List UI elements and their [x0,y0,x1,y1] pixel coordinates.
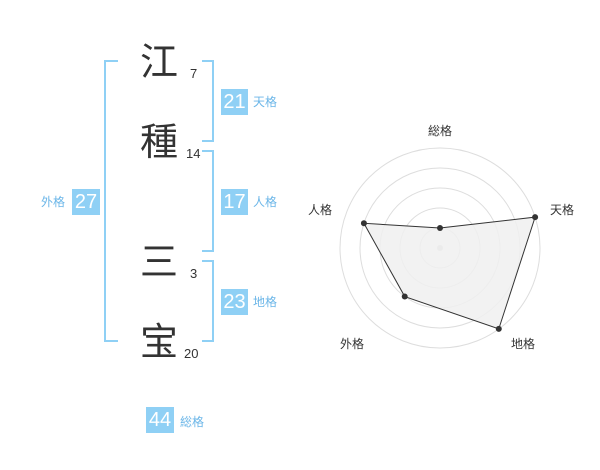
radar-label-chikaku: 地格 [511,337,536,351]
name-char-4: 宝 [140,320,179,364]
radar-point-4 [401,293,408,300]
radar-point-3 [495,325,502,332]
stroke-count-2: 14 [186,146,201,161]
name-char-3: 三 [140,240,179,284]
tenkaku-label: 天格 [253,95,278,109]
chikaku-bracket [202,260,214,342]
radar-point-5 [360,220,367,227]
soukaku-value: 44 [146,407,174,433]
gaikaku-bracket [104,60,118,342]
tenkaku-bracket [202,60,214,142]
jinkaku-bracket [202,150,214,252]
radar-label-jinkaku: 人格 [308,203,333,217]
stroke-count-4: 20 [184,346,199,361]
jinkaku-label: 人格 [253,195,278,209]
radar-point-2 [532,214,539,221]
radar-point-1 [437,225,443,231]
gaikaku-label: 外格 [41,195,66,209]
chikaku-label: 地格 [253,295,278,309]
stroke-count-1: 7 [190,66,198,81]
radar-label-soukaku: 総格 [428,124,453,138]
name-char-2: 種 [140,120,179,164]
name-char-1: 江 [140,40,179,84]
jinkaku-value: 17 [221,189,248,215]
tenkaku-value: 21 [221,89,248,115]
radar-ring [339,147,541,349]
stroke-count-3: 3 [190,266,198,281]
radar-label-tenkaku: 天格 [550,203,575,217]
radar-label-gaikaku: 外格 [340,337,365,351]
chikaku-value: 23 [221,289,248,315]
soukaku-label: 総格 [180,415,205,429]
gaikaku-value: 27 [72,189,100,215]
radar-series [363,216,536,330]
